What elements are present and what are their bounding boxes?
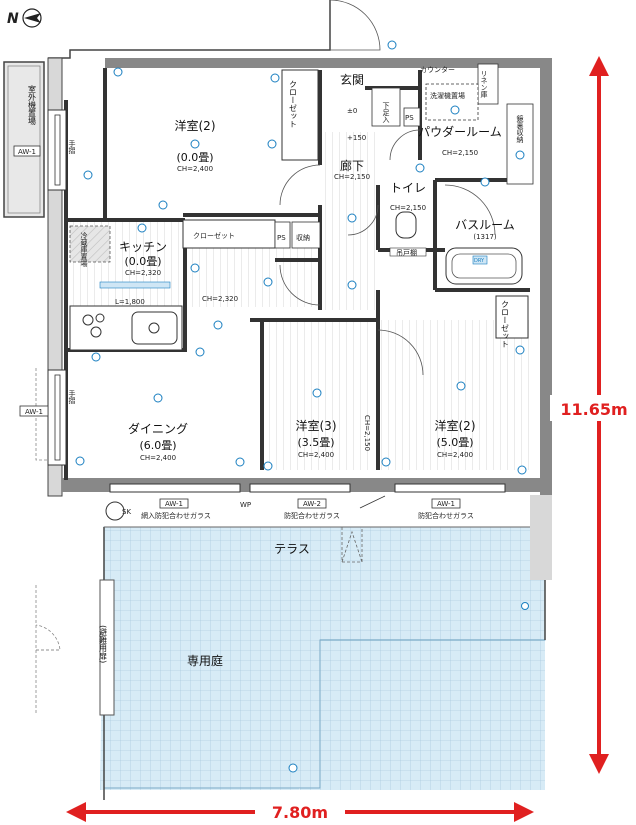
wp-label: WP	[240, 501, 251, 509]
room-western-right-ch: CH=2,400	[437, 451, 473, 459]
handrail-label-1: 手摺	[68, 139, 76, 155]
closet-right-label: クローゼット	[501, 300, 510, 348]
left-windows: AW-1 手摺 手摺	[19, 109, 76, 466]
toilet-cabinet-label: 吊戸棚	[396, 248, 417, 257]
width-dimension: 7.80m	[66, 800, 534, 824]
terrace-window-glass-1: 網入防犯合わせガラス	[141, 511, 211, 520]
ps-mid-label: PS	[277, 234, 286, 242]
left-window-code-2: AW-1	[25, 408, 43, 416]
height-dimension-label: 11.65m	[560, 400, 627, 419]
terrace-windows: AW-1 網入防犯合わせガラス AW-2 防犯合わせガラス AW-1 防犯合わせ…	[109, 483, 506, 520]
room-western-right-name: 洋室(2)	[435, 418, 476, 433]
terrace-window-code-2: AW-2	[303, 500, 321, 508]
room-kitchen-ch: CH=2,320	[125, 269, 161, 277]
north-label: N	[7, 11, 19, 27]
toilet-name: トイレ	[390, 181, 426, 195]
outdoor-window-code: AW-1	[18, 148, 36, 156]
height-dimension: 11.65m	[550, 56, 636, 774]
room-western-top-name: 洋室(2)	[175, 118, 216, 133]
room-dining-size: (6.0畳)	[139, 439, 176, 452]
door-swings	[279, 0, 496, 376]
compass-icon	[22, 8, 42, 28]
handrail-label-2: 手摺	[68, 389, 76, 405]
fixture-symbols	[75, 40, 527, 475]
entrance-step2: +150	[347, 134, 366, 142]
terrace-window-glass-3: 防犯合わせガラス	[418, 511, 474, 520]
room-western-mid-size: (3.5畳)	[297, 436, 334, 449]
washer-label: 洗濯機置場	[430, 91, 465, 100]
room-western-mid-name: 洋室(3)	[296, 418, 337, 433]
hall-ch: CH=2,320	[202, 295, 238, 303]
evacuation-door-label: (避難用扉)	[99, 625, 108, 663]
outdoor-unit-area: 室外機置場 AW-1	[3, 61, 45, 218]
room-labels: 洋室(2) (0.0畳) CH=2,400 キッチン (0.0畳) CH=2,3…	[119, 72, 515, 462]
kitchen-length: L=1,800	[115, 298, 145, 306]
powder-ch: CH=2,150	[442, 149, 478, 157]
partition-ch: CH=2,150	[363, 415, 371, 451]
mirror-storage-label: 鏡裏収納	[516, 114, 524, 144]
entrance-step1: ±0	[347, 107, 357, 115]
outdoor-unit-label: 室外機置場	[28, 84, 37, 126]
room-dining-ch: CH=2,400	[140, 454, 176, 462]
closet-top-label: クローゼット	[289, 80, 298, 128]
bath-name: バスルーム	[455, 218, 515, 232]
terrace-window-code-1: AW-1	[165, 500, 183, 508]
counter-label: カウンター	[420, 65, 455, 74]
room-kitchen-size: (0.0畳)	[124, 255, 161, 268]
room-western-right-size: (5.0畳)	[436, 436, 473, 449]
storage-label: 収納	[296, 233, 310, 242]
private-garden: (避難用扉) 専用庭	[35, 526, 546, 800]
closet-mid-label: クローゼット	[193, 231, 235, 240]
entrance-name: 玄関	[340, 72, 364, 87]
garden-label: 専用庭	[187, 653, 223, 668]
corridor-name: 廊下	[340, 158, 364, 173]
toilet-ch: CH=2,150	[390, 204, 426, 212]
bath-size: (1317)	[473, 233, 497, 241]
kitchen-fixtures: 冷蔵庫置場 L=1,800	[69, 225, 183, 351]
room-western-mid-ch: CH=2,400	[298, 451, 334, 459]
room-dining-name: ダイニング	[128, 421, 188, 436]
light-icon	[190, 139, 200, 149]
north-compass: N	[7, 8, 42, 28]
room-western-top-size: (0.0畳)	[176, 151, 213, 164]
room-western-top-ch: CH=2,400	[177, 165, 213, 173]
sk-label: SK	[122, 508, 131, 516]
fridge-label: 冷蔵庫置場	[80, 231, 88, 268]
linen-label: リネン庫	[480, 70, 488, 99]
bath-fixtures: DRY 吊戸棚 洗濯機置場 カウンター	[389, 65, 523, 285]
terrace-window-code-3: AW-1	[437, 500, 455, 508]
corridor-ch: CH=2,150	[334, 173, 370, 181]
room-kitchen-name: キッチン	[119, 240, 167, 254]
storage-units: クローゼット クローゼット PS 収納 クローゼット 下足入 PS リネン庫 鏡…	[182, 63, 534, 348]
terrace-label: テラス	[274, 542, 310, 556]
entrance-ps-label: PS	[405, 114, 414, 122]
shoe-cabinet-label: 下足入	[382, 102, 390, 123]
powder-name: パウダールーム	[418, 124, 502, 139]
terrace-window-glass-2: 防犯合わせガラス	[284, 511, 340, 520]
width-dimension-label: 7.80m	[272, 803, 328, 822]
terrace: テラス SK	[104, 492, 546, 640]
bath-dry-label: DRY	[474, 258, 485, 264]
